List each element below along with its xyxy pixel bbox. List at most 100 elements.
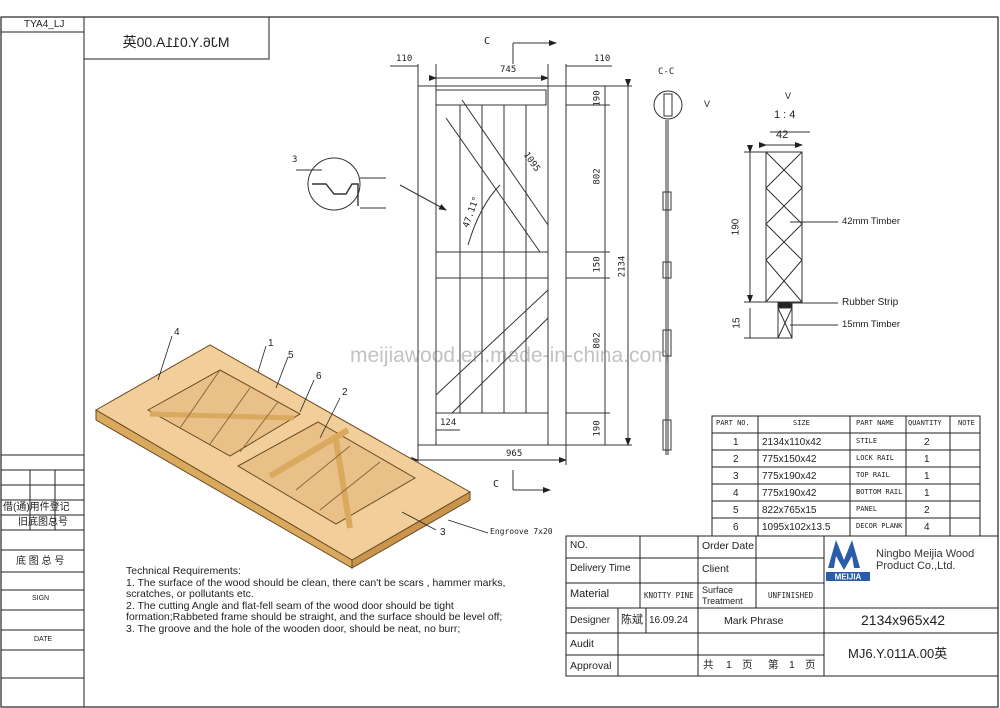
parts-header-note: NOTE (958, 419, 975, 427)
parts-header-qty: QUANTITY (908, 419, 942, 427)
tb-surface-label-1: Surface (702, 585, 734, 595)
tb-surface-label-2: Treatment (702, 596, 743, 606)
parts-header-name: PART NAME (856, 419, 894, 427)
tb-total-value: 1 (726, 659, 732, 671)
parts-cell-r6-c1: 6 (733, 522, 739, 533)
parts-cell-r6-c4: 4 (924, 522, 930, 533)
tb-sheet-value: 1 (789, 659, 795, 671)
parts-header-no: PART NO. (716, 419, 750, 427)
tb-client-label: Client (702, 563, 729, 575)
tb-total-unit: 页 (742, 659, 753, 671)
dim-panel-width: 745 (500, 65, 517, 75)
company-line-1: Ningbo Meijia Wood (876, 548, 975, 560)
tb-sheet-label: 第 (768, 659, 779, 671)
logo-text: MEIJIA (835, 573, 862, 582)
tb-material-label: Material (570, 588, 610, 600)
parts-cell-r5-c2: 822x765x15 (762, 505, 817, 516)
old-drawing-number-label: 旧底图总号 (18, 517, 68, 528)
callout-2: 2 (342, 387, 348, 398)
dim-plank-width: 124 (440, 418, 457, 428)
detail-v-height: 190 (730, 218, 742, 236)
tb-drawing-number: MJ6.Y.011A.00英 (848, 646, 948, 661)
parts-cell-r2-c4: 1 (924, 454, 930, 465)
tb-no-label: NO. (570, 540, 588, 551)
tech-item-1: 1. The surface of the wood should be cle… (126, 576, 506, 601)
tb-sheet-unit: 页 (805, 659, 816, 671)
detail-v-scale: 1 : 4 (774, 109, 796, 121)
tech-item-3: 3. The groove and the hole of the wooden… (126, 622, 461, 635)
tb-mark-phrase: Mark Phrase (724, 615, 784, 627)
borrow-register-label: 借(通)用件登记 (3, 502, 70, 513)
parts-cell-r5-c3: PANEL (856, 505, 878, 513)
dim-bottom-rail: 190 (592, 420, 603, 437)
tb-designer-label: Designer (570, 615, 611, 626)
label-42mm-timber: 42mm Timber (842, 216, 901, 227)
base-drawing-number-label: 底 图 总 号 (16, 556, 65, 567)
parts-cell-r4-c1: 4 (733, 488, 739, 499)
tech-title: Technical Requirements: (126, 565, 241, 577)
company-name: Ningbo Meijia Wood Product Co.,Ltd. (876, 548, 974, 572)
callout-5: 5 (288, 350, 294, 361)
detail-v-width: 42 (776, 129, 789, 141)
parts-cell-r5-c4: 2 (924, 505, 930, 516)
tb-material-value: KNOTTY PINE (644, 591, 694, 600)
tech-item-2: 2. The cutting Angle and flat-fell seam … (126, 599, 503, 624)
parts-cell-r2-c2: 775x150x42 (762, 454, 817, 465)
parts-cell-r3-c2: 775x190x42 (762, 471, 817, 482)
section-cc-label: C-C (658, 67, 675, 77)
parts-header-size: SIZE (793, 419, 810, 427)
company-line-2: Product Co.,Ltd. (876, 560, 956, 572)
template-code: TYA4_LJ (24, 19, 65, 30)
groove-dim: 3 (292, 155, 298, 165)
parts-cell-r3-c3: TOP RAIL (856, 471, 890, 479)
parts-cell-r1-c1: 1 (733, 437, 739, 448)
tb-audit-label: Audit (570, 638, 594, 650)
parts-cell-r6-c2: 1095x102x13.5 (762, 522, 831, 533)
parts-cell-r4-c4: 1 (924, 488, 930, 499)
tb-total-label: 共 (703, 659, 714, 671)
parts-cell-r5-c1: 5 (733, 505, 739, 516)
watermark-text: meijiawood.en.made-in-china.com (350, 344, 669, 367)
engroove-label: Engroove 7x20 (490, 527, 553, 536)
date-label: DATE (34, 636, 53, 643)
parts-cell-r6-c3: DECOR PLANK (856, 522, 903, 530)
section-letter-top: C (484, 36, 491, 47)
dim-top-rail: 190 (592, 90, 603, 107)
parts-cell-r1-c2: 2134x110x42 (762, 437, 822, 448)
sign-label: SIGN (32, 595, 50, 602)
view-mark-v: V (704, 99, 711, 109)
dim-stile-left: 110 (396, 54, 413, 64)
dim-overall-width: 965 (506, 449, 523, 459)
parts-cell-r3-c4: 1 (924, 471, 930, 482)
callout-1: 1 (268, 338, 274, 349)
tb-designer-name: 陈斌 (621, 614, 643, 626)
callout-4: 4 (174, 327, 180, 338)
dim-stile-right: 110 (594, 54, 611, 64)
detail-v-title: V (785, 91, 792, 101)
tb-order-date-label: Order Date (702, 540, 754, 552)
tb-designer-date: 16.09.24 (649, 615, 688, 626)
parts-cell-r3-c1: 3 (733, 471, 739, 482)
dim-lock-rail: 150 (592, 256, 603, 273)
tb-product-size: 2134x965x42 (861, 612, 946, 628)
mirrored-drawing-number: MJ6.Y.011A.00英 (122, 34, 230, 50)
tb-delivery-label: Delivery Time (570, 563, 631, 574)
parts-cell-r2-c3: LOCK RAIL (856, 454, 894, 462)
dim-upper-panel: 802 (592, 168, 603, 185)
label-rubber-strip: Rubber Strip (842, 297, 899, 308)
parts-cell-r1-c3: STILE (856, 437, 878, 445)
tb-surface-value: UNFINISHED (768, 591, 814, 600)
parts-cell-r1-c4: 2 (924, 437, 930, 448)
parts-cell-r2-c1: 2 (733, 454, 739, 465)
parts-cell-r4-c2: 775x190x42 (762, 488, 817, 499)
callout-3: 3 (440, 527, 446, 538)
callout-6: 6 (316, 371, 322, 382)
label-15mm-timber: 15mm Timber (842, 319, 901, 330)
meijia-logo-icon: MEIJIA (826, 536, 870, 582)
section-letter-bottom: C (493, 479, 500, 490)
dim-lower-panel: 802 (592, 332, 603, 349)
tb-approval-label: Approval (570, 660, 612, 672)
parts-cell-r4-c3: BOTTOM RAIL (856, 488, 903, 496)
dim-overall-height: 2134 (617, 255, 628, 278)
